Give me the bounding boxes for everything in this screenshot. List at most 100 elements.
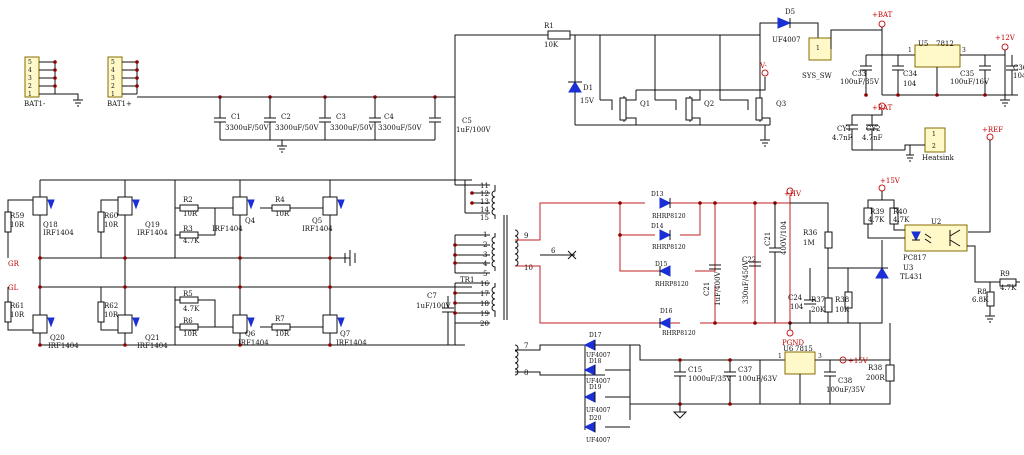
component-label: 7 (524, 342, 528, 350)
component-label: 104 (903, 80, 917, 88)
component-label: 4.7K (183, 305, 200, 313)
component-label: D15 (655, 261, 668, 268)
component-label: UF4007 (586, 407, 611, 414)
component-label: Q18 (43, 221, 58, 229)
component-label: R38 (835, 296, 849, 304)
component-label: 10R (183, 210, 198, 218)
component-label: Q6 (245, 330, 256, 338)
component-label: D1 (583, 84, 593, 92)
component-label: 100uF/63V (738, 375, 778, 383)
component-label: 15V (580, 97, 595, 105)
component-label: C24 (788, 294, 803, 302)
component-label: R3 (183, 225, 193, 233)
component-label: C34 (903, 70, 918, 78)
component-label: UF4007 (586, 378, 611, 385)
component-label: 1 (111, 91, 115, 98)
component-label: 3 (28, 75, 32, 82)
component-label: 10R (10, 221, 25, 229)
regulator-12v: D5 UF4007 1 SYS_SW +BAT U5 7812 1 3 +12V… (759, 8, 1024, 107)
component-label: 200R (866, 374, 885, 382)
component-label: Q4 (245, 217, 256, 225)
component-label: 3300uF/50V (378, 124, 422, 132)
component-label: 100uF/35V (826, 386, 866, 394)
component-label: 6.8K (972, 296, 989, 304)
component-label: 4.7K (868, 216, 885, 224)
component-label: 104 (790, 303, 804, 311)
component-label: 400V/104 (780, 220, 788, 255)
component-label: UF4007 (586, 437, 611, 444)
component-label: 16 (480, 280, 489, 288)
bat-minus-label: BAT1- (24, 100, 46, 108)
input-capacitors: C1 3300uF/50V C2 3300uF/50V C3 3300uF/50… (214, 97, 492, 153)
component-label: 1 (483, 231, 487, 239)
component-label: R1 (544, 22, 554, 30)
component-label: Q3 (776, 100, 786, 108)
component-label: GR (8, 260, 20, 268)
component-label: 100uF/35V (840, 78, 880, 86)
component-label: Q7 (340, 330, 350, 338)
component-label: 4 (483, 260, 488, 268)
hv-rectifier: D13 RHRP8120 D14 RHRP8120 D15 RHRP8120 D… (515, 187, 860, 347)
component-label: IRF1404 (336, 339, 367, 347)
component-label: R8 (977, 288, 987, 296)
component-label: U3 (903, 264, 913, 272)
transformer-tr1: 11 12 13 14 15 1 2 3 4 5 16 17 18 19 20 … (416, 180, 577, 377)
component-label: D14 (651, 223, 664, 230)
component-label: 13 (480, 198, 489, 206)
component-label: GL (8, 284, 19, 292)
component-label: 3 (111, 75, 115, 82)
component-label: R59 (10, 212, 24, 220)
component-label: TR1 (460, 276, 474, 284)
component-label: C7 (427, 292, 437, 300)
component-label: Q2 (704, 100, 714, 108)
component-label: IRF1404 (43, 229, 74, 237)
component-label: R2 (183, 196, 193, 204)
component-label: C1 (231, 113, 241, 121)
component-label: C4 (384, 113, 394, 121)
component-label: IRF1404 (238, 339, 269, 347)
component-label: 8 (524, 369, 528, 377)
component-label: 10R (275, 330, 290, 338)
component-label: C21 (703, 282, 711, 296)
component-label: U2 (931, 218, 941, 226)
component-label: 18 (480, 300, 489, 308)
component-label: 1 (778, 353, 782, 360)
component-label: C38 (838, 377, 852, 385)
component-label: R6 (183, 317, 193, 325)
component-label: 19 (480, 310, 489, 318)
component-label: 5 (483, 270, 487, 278)
component-label: R5 (183, 290, 193, 298)
aux-15v-supply: D17 UF4007 D18 UF4007 D19 UF4007 D20 UF4… (515, 323, 895, 444)
component-label: RHRP8120 (652, 213, 686, 220)
component-label: 4.7nF (832, 134, 853, 142)
component-label: IRF1404 (137, 229, 168, 237)
component-label: +12V (995, 34, 1016, 42)
component-label: 2 (28, 83, 32, 90)
feedback-optocoupler: +15V R39 4.7K R40 4.7K U2 PC817 U3 TL431… (860, 177, 1020, 324)
component-label: 100uF/16V (950, 78, 990, 86)
component-label: SYS_SW (802, 72, 833, 80)
component-label: +BAT (872, 104, 893, 112)
component-label: R40 (893, 208, 907, 216)
component-label: Q21 (145, 334, 160, 342)
component-label: C36 (1013, 64, 1024, 72)
component-label: 2 (932, 143, 936, 150)
component-label: C33 (852, 70, 866, 78)
component-label: R60 (104, 212, 118, 220)
component-label: 20K (811, 306, 826, 314)
component-label: R62 (104, 302, 118, 310)
component-label: 10R (104, 221, 119, 229)
component-label: D16 (660, 308, 673, 315)
component-label: 4.7K (183, 237, 200, 245)
component-label: 3300uF/50V (275, 124, 319, 132)
component-label: Q5 (312, 217, 322, 225)
component-label: 10K (544, 41, 559, 49)
component-label: IRF1404 (48, 342, 79, 350)
component-label: 10K (835, 306, 850, 314)
component-label: Q20 (50, 334, 65, 342)
component-label: 3 (818, 353, 822, 360)
component-label: 1 (932, 131, 936, 138)
component-label: C37 (738, 366, 752, 374)
component-label: 5 (111, 59, 115, 66)
